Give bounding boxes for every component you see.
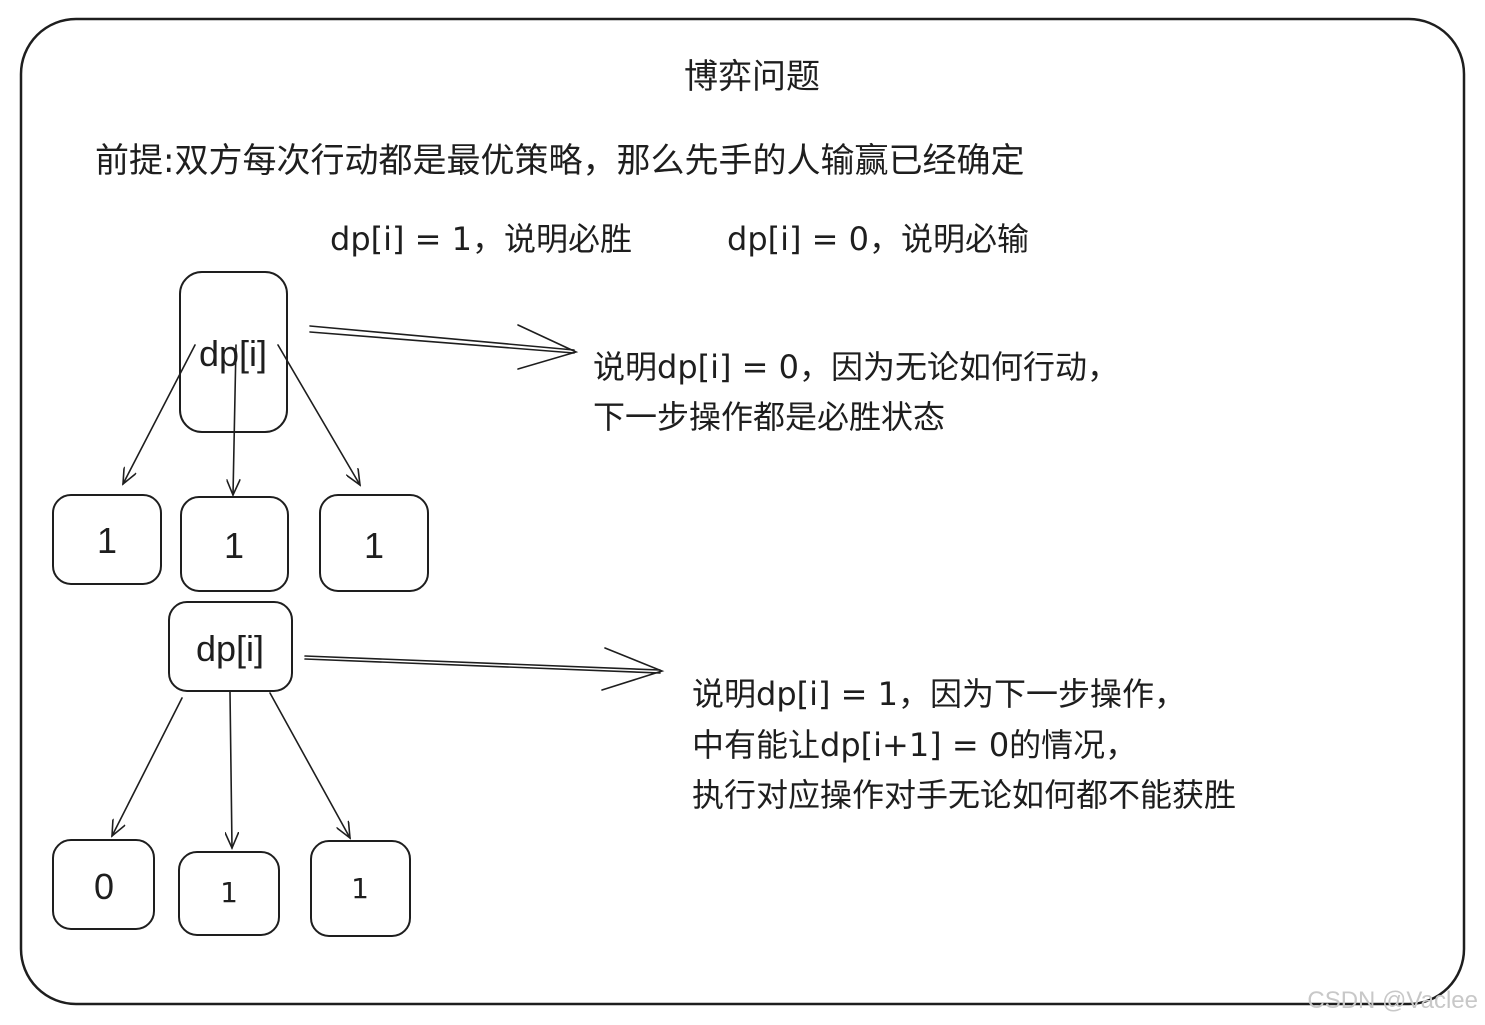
bottom-child-node-1 (52, 839, 155, 930)
bottom-child-node-2 (178, 851, 280, 936)
top-edge-left (123, 344, 196, 484)
bottom-explain-arrow-line-2 (304, 658, 661, 674)
bottom-explanation-line-2: 中有能让dp[i+1] = 0的情况， (692, 726, 1137, 764)
top-child-node-2 (180, 496, 289, 592)
bottom-edge-right (269, 692, 350, 838)
bottom-explanation-line-1: 说明dp[i] = 1，因为下一步操作， (692, 675, 1186, 713)
bottom-root-label: dp[i] (196, 628, 264, 669)
top-root-node (179, 271, 288, 433)
diagram-title: 博弈问题 (684, 57, 820, 97)
bottom-child-label-1: 0 (94, 866, 114, 907)
top-child-label-1: 1 (97, 520, 117, 561)
top-explain-arrow-line-1 (309, 325, 575, 351)
watermark-text: CSDN @Vaclee (1307, 987, 1478, 1014)
top-child-node-3 (319, 494, 429, 592)
bottom-child-label-3: 1 (351, 872, 369, 905)
definition-lose: dp[i] = 0，说明必输 (727, 220, 1029, 258)
bottom-child-node-3 (310, 840, 411, 937)
top-explain-arrow-head (517, 324, 579, 370)
tree-top: dp[i] 1 1 1 说明dp[i] = 0，因为无论如何行动， 下一步操作都… (52, 271, 1119, 592)
top-edge-middle (233, 344, 236, 495)
top-edge-right (277, 344, 360, 485)
premise-text: 前提:双方每次行动都是最优策略，那么先手的人输赢已经确定 (95, 141, 1024, 181)
bottom-edge-left (112, 697, 183, 836)
top-explanation-line-2: 下一步操作都是必胜状态 (593, 398, 945, 436)
top-child-label-2: 1 (224, 525, 244, 566)
bottom-root-node (168, 601, 293, 692)
top-child-label-3: 1 (364, 525, 384, 566)
bottom-explain-arrow-line-1 (304, 655, 661, 671)
outer-frame (19, 17, 1466, 1006)
bottom-explain-arrow-head (601, 647, 665, 691)
top-explanation-line-1: 说明dp[i] = 0，因为无论如何行动， (593, 348, 1119, 386)
bottom-edge-middle (230, 691, 232, 848)
definition-win: dp[i] = 1，说明必胜 (330, 220, 632, 258)
top-child-node-1 (52, 494, 162, 585)
bottom-child-label-2: 1 (220, 876, 238, 909)
tree-bottom: dp[i] 0 1 1 说明dp[i] = 1，因为下一步操作， 中有能让dp[… (52, 601, 1236, 937)
bottom-explanation-line-3: 执行对应操作对手无论如何都不能获胜 (692, 776, 1236, 814)
top-explain-arrow-line-2 (309, 331, 575, 354)
top-root-label: dp[i] (199, 333, 267, 374)
